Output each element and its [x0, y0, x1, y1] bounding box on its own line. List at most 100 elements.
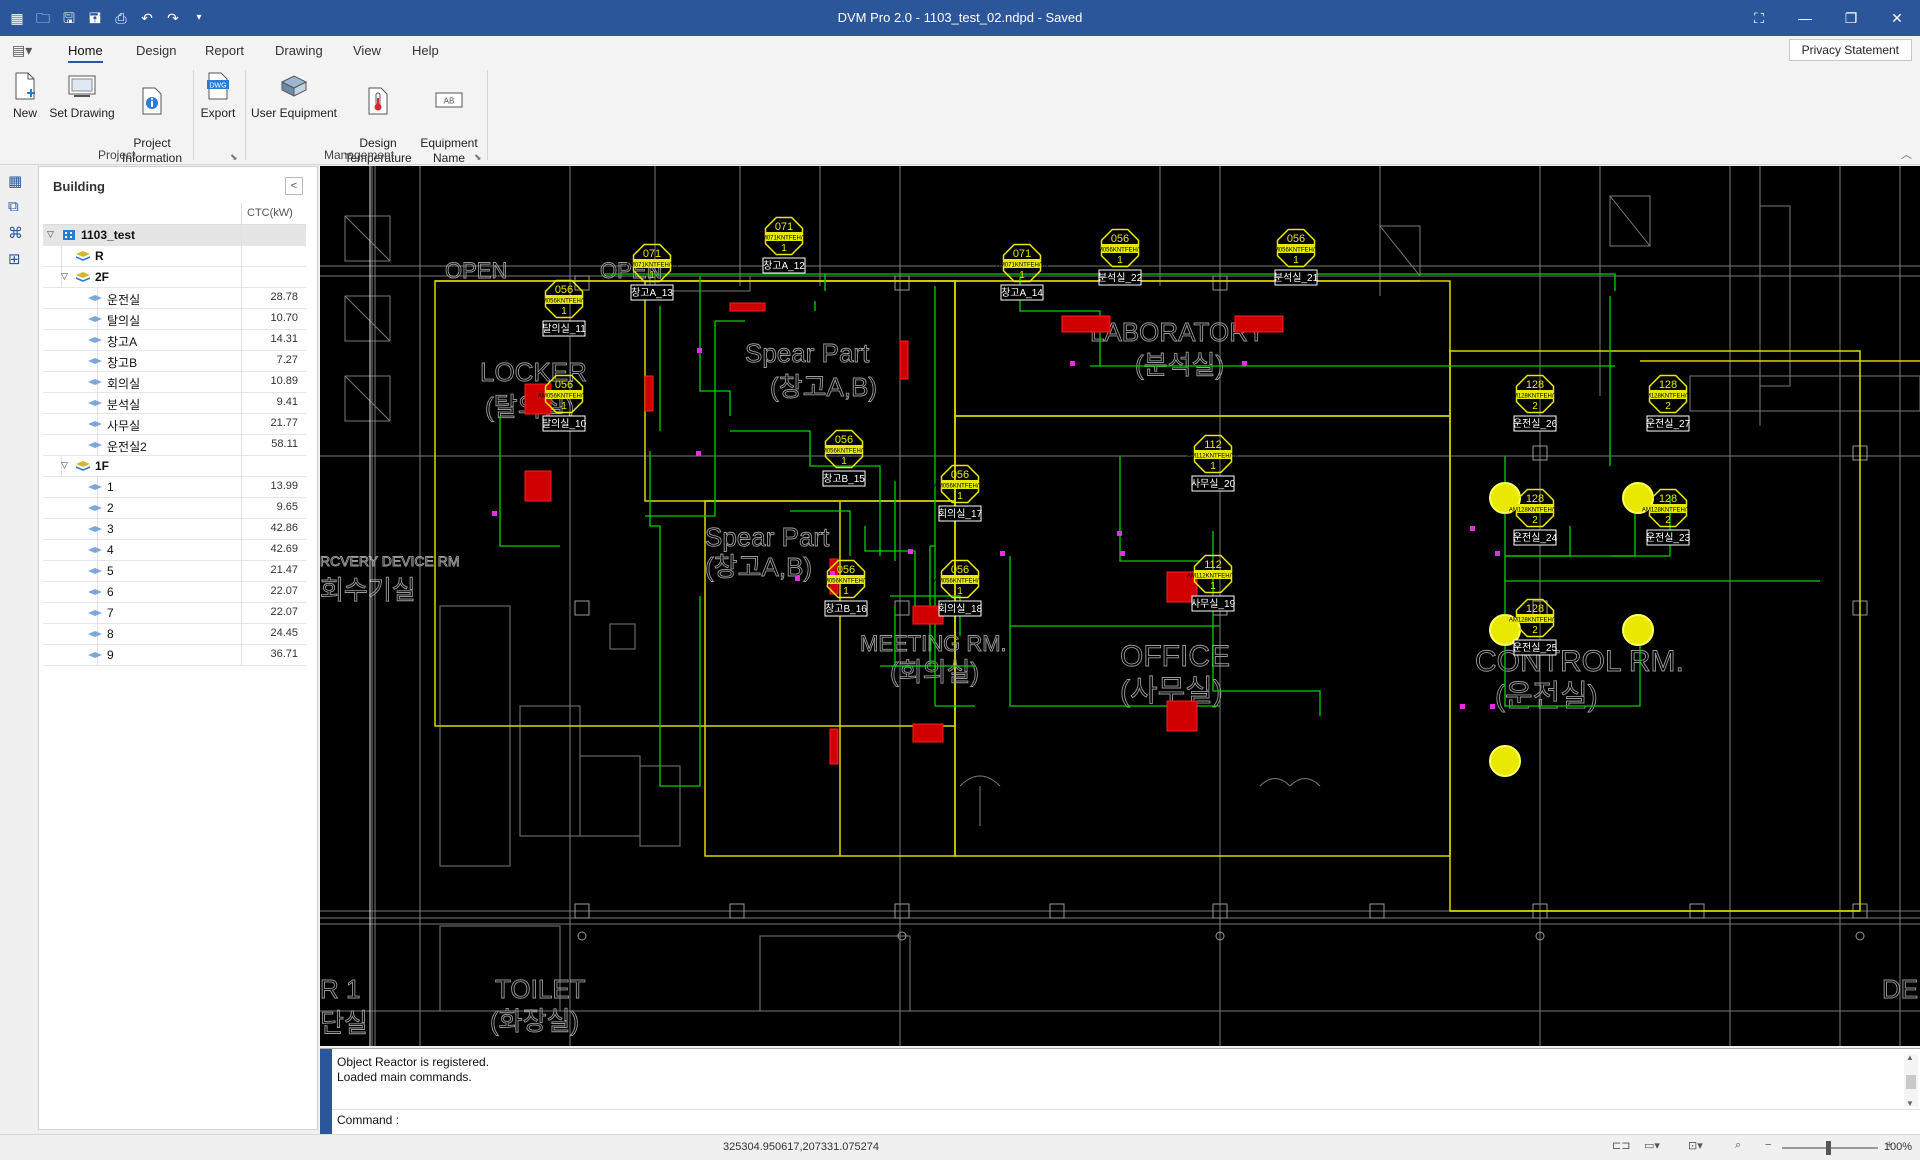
tab-home[interactable]: Home [68, 43, 103, 63]
command-input[interactable] [402, 1111, 1882, 1131]
model-space-icon[interactable]: ⊏⊐ [1612, 1140, 1631, 1152]
equipment-block[interactable] [644, 375, 654, 412]
zoom-in-icon[interactable]: + [1886, 1139, 1893, 1151]
project-group-launcher-icon[interactable]: ⬊ [230, 152, 238, 162]
print-icon[interactable]: ⎙ [115, 10, 127, 26]
equipment-block[interactable] [1166, 700, 1198, 732]
tab-view[interactable]: View [353, 43, 381, 58]
file-menu-icon[interactable]: ▤▾ [12, 42, 33, 58]
tree-root[interactable]: ▽1103_test [43, 225, 306, 246]
collapse-panel-button[interactable]: < [285, 177, 303, 195]
tree-view-icon[interactable]: ⌘ [8, 225, 23, 242]
zoom-slider-knob[interactable] [1826, 1141, 1831, 1155]
equipment-block[interactable] [912, 723, 944, 743]
management-group-launcher-icon[interactable]: ⬊ [474, 152, 482, 162]
tab-drawing[interactable]: Drawing [275, 43, 323, 58]
tab-design[interactable]: Design [136, 43, 177, 58]
layout-icon[interactable]: ▭▾ [1644, 1140, 1660, 1152]
system-view-icon[interactable]: ⧉ [8, 198, 19, 215]
equipment-block[interactable] [829, 728, 839, 765]
open-icon[interactable]: 🗀 [36, 10, 50, 26]
fullscreen-icon[interactable]: ⛶ [1754, 10, 1764, 26]
tree-floor[interactable]: ▽1F [43, 456, 306, 477]
new-button[interactable]: New [8, 70, 42, 121]
equipment-block[interactable] [524, 470, 552, 502]
scrollbar-thumb[interactable] [1906, 1075, 1916, 1089]
collapse-ribbon-icon[interactable]: ︿ [1901, 149, 1912, 161]
equipment-name-button[interactable]: AB Equipment Name [418, 70, 480, 166]
redo-icon[interactable]: ↷ [167, 10, 179, 26]
cad-drawing[interactable]: LOCKER (탈의실) Spear Part (창고A,B) Spear Pa… [320, 166, 1920, 1046]
tree-expander-icon[interactable]: ▽ [61, 460, 68, 470]
zoom-slider[interactable] [1782, 1141, 1878, 1155]
view-mode-icon[interactable]: ⊡▾ [1688, 1140, 1703, 1152]
set-drawing-button[interactable]: Set Drawing [48, 70, 116, 121]
restore-button[interactable]: ❐ [1844, 10, 1858, 26]
command-history-scrollbar[interactable]: ▲ ▼ [1904, 1053, 1918, 1108]
cassette-unit[interactable] [1489, 482, 1521, 514]
minimize-button[interactable]: — [1798, 10, 1812, 26]
export-button[interactable]: DWG Export [198, 70, 238, 121]
tree-expander-icon[interactable]: ▽ [61, 271, 68, 281]
scroll-down-icon[interactable]: ▼ [1906, 1099, 1914, 1108]
equipment-view-icon[interactable]: ⊞ [8, 251, 21, 268]
save-as-icon[interactable]: 🖬 [89, 10, 101, 26]
tree-floor[interactable]: R [43, 246, 306, 267]
building-view-icon[interactable]: ▦ [8, 173, 23, 190]
save-icon[interactable]: 🖫 [63, 10, 75, 26]
ctc-column-header[interactable]: CTC(kW) [247, 207, 293, 219]
equipment-block[interactable] [729, 302, 766, 312]
user-equipment-button[interactable]: User Equipment [250, 70, 338, 121]
undo-icon[interactable]: ↶ [141, 10, 153, 26]
customize-qat-icon[interactable]: ▾ [196, 12, 202, 23]
equipment-block[interactable] [1234, 315, 1284, 333]
tree-expander-icon[interactable]: ▽ [47, 229, 54, 239]
equipment-block[interactable] [899, 340, 909, 380]
project-information-button[interactable]: Project Information [120, 70, 184, 166]
tree-floor[interactable]: ▽2F [43, 267, 306, 288]
cassette-unit[interactable] [1489, 745, 1521, 777]
privacy-statement-button[interactable]: Privacy Statement [1788, 39, 1912, 61]
close-button[interactable]: ✕ [1891, 10, 1903, 26]
zoom-out-icon[interactable]: − [1765, 1139, 1772, 1151]
cassette-unit[interactable] [1622, 482, 1654, 514]
tab-report[interactable]: Report [205, 43, 245, 58]
tab-help[interactable]: Help [412, 43, 439, 58]
drawing-canvas[interactable]: LOCKER (탈의실) Spear Part (창고A,B) Spear Pa… [320, 166, 1920, 1046]
